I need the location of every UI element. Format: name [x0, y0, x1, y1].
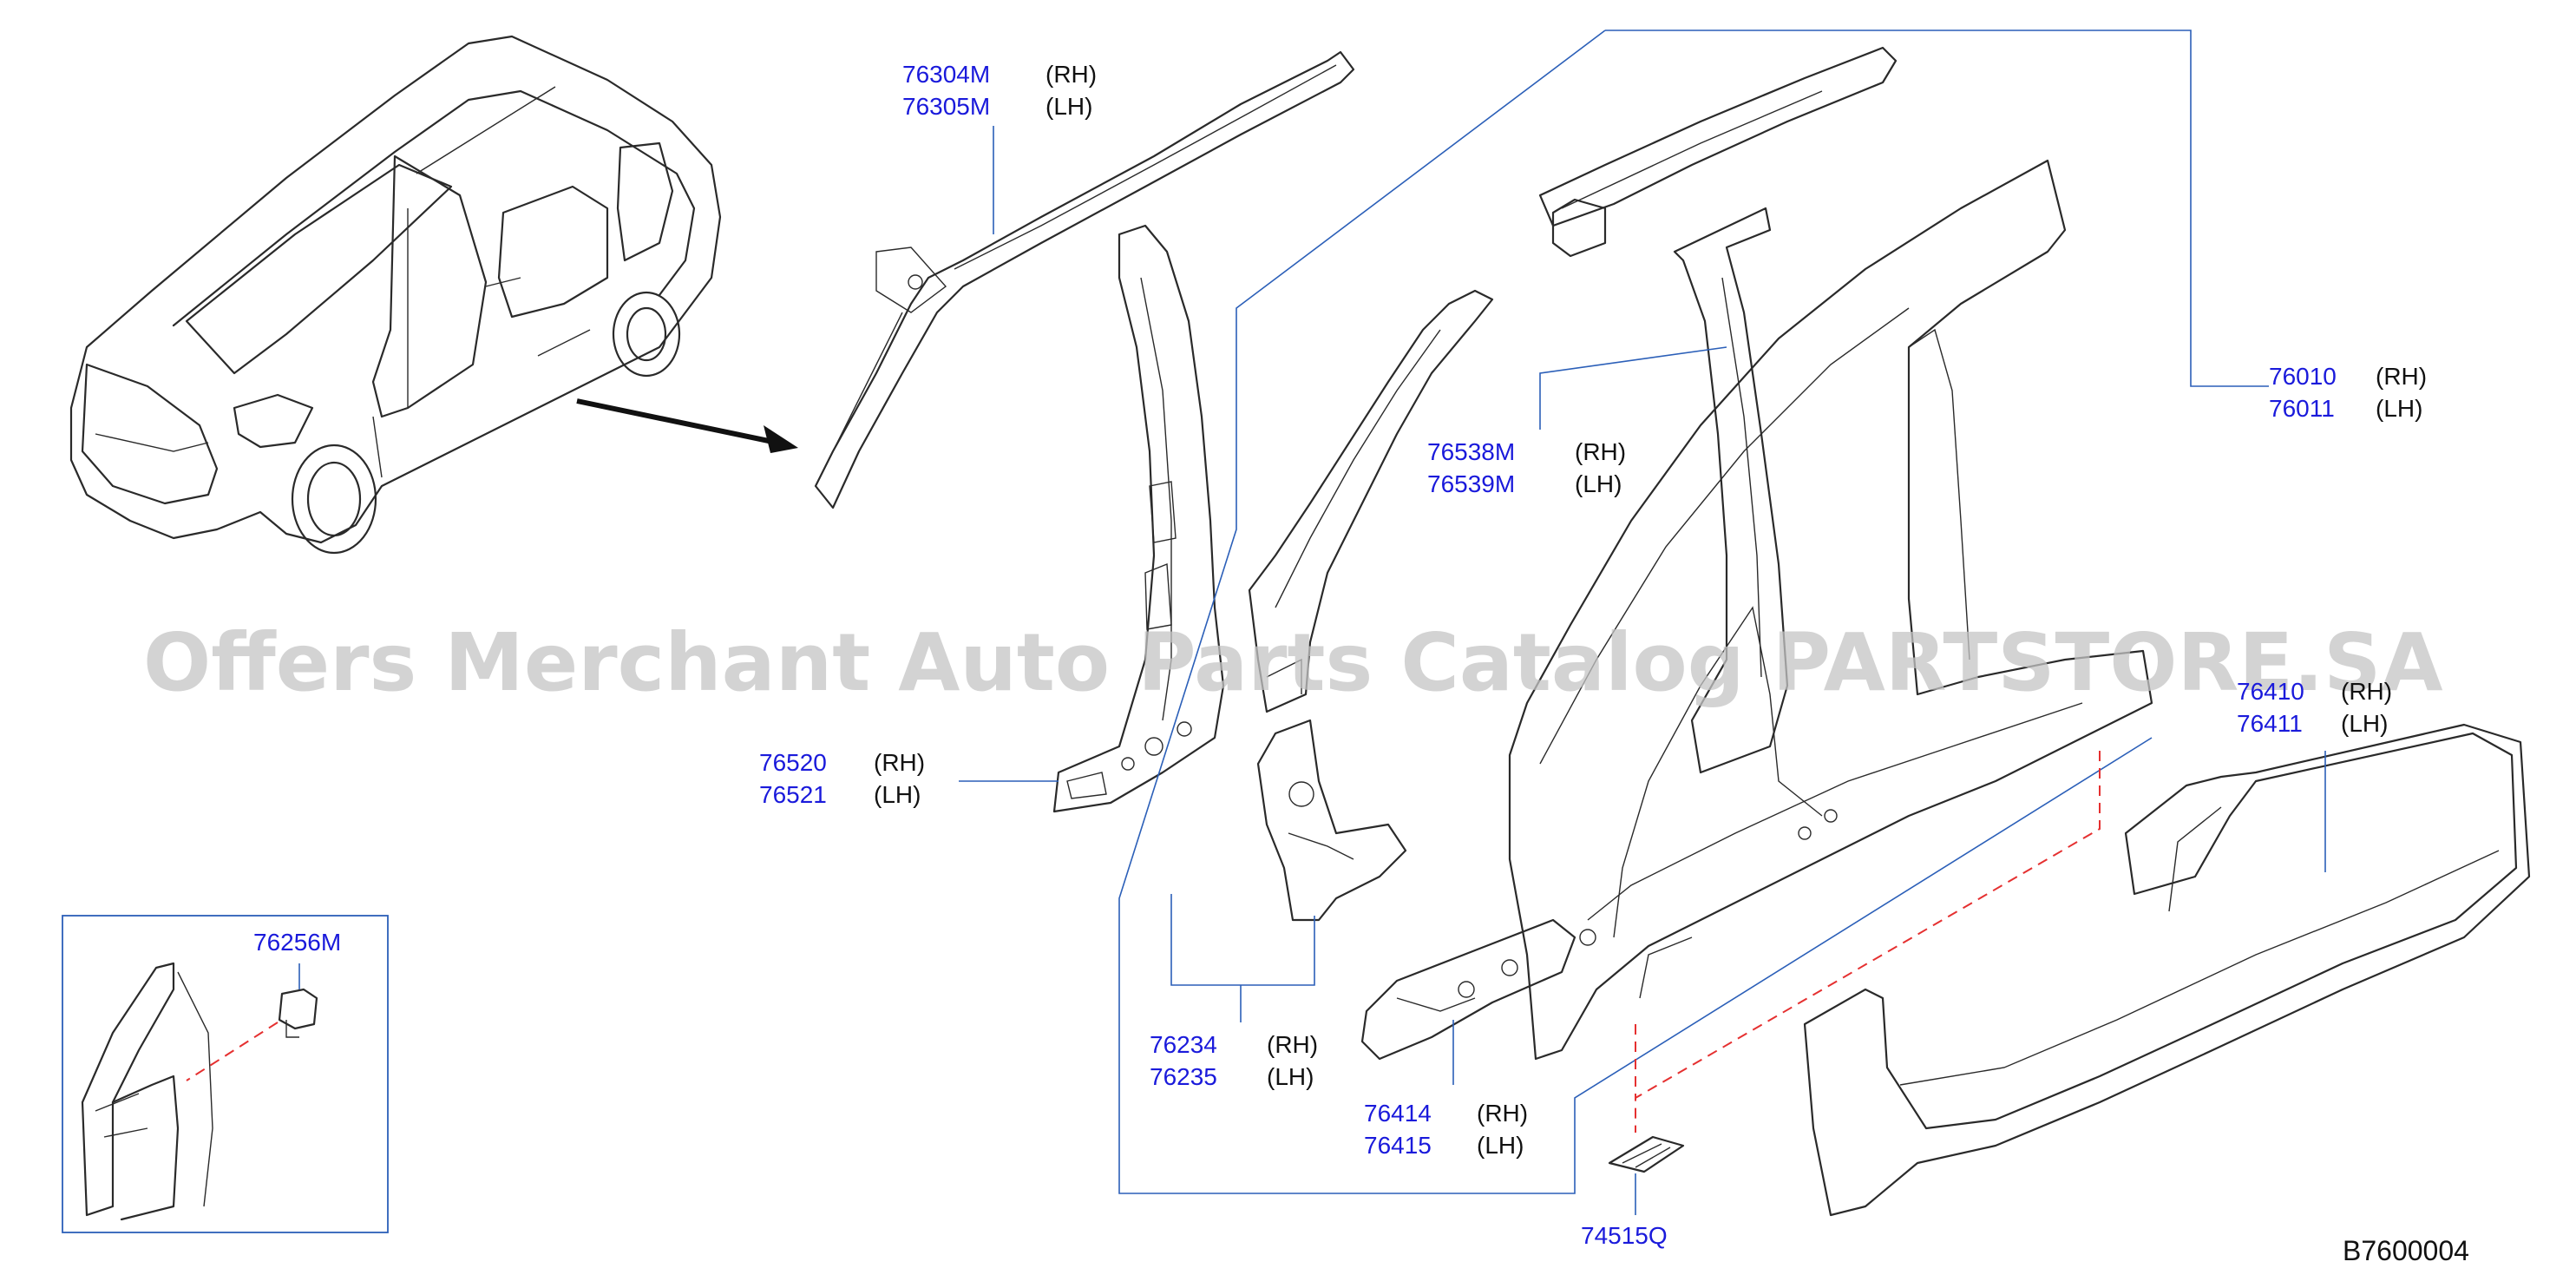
callout-76010[interactable]: 76010 (RH) 76011 (LH)	[2269, 363, 2427, 422]
part-number-lh[interactable]: 76235	[1150, 1063, 1217, 1090]
callout-76256m[interactable]: 76256M	[253, 929, 341, 956]
part-number-rh[interactable]: 76410	[2237, 678, 2304, 705]
side-label-rh: (RH)	[2376, 363, 2427, 390]
sill-inner-reinforcement-part	[1360, 918, 1576, 1061]
side-label-lh: (LH)	[2341, 710, 2388, 737]
callout-76538m[interactable]: 76538M (RH) 76539M (LH)	[1427, 438, 1626, 497]
callout-74515q[interactable]: 74515Q	[1581, 1222, 1668, 1249]
side-label-lh: (LH)	[1267, 1063, 1314, 1090]
part-number-rh[interactable]: 76304M	[902, 61, 990, 88]
leader-lines	[959, 30, 2326, 1215]
detail-inset	[62, 915, 389, 1233]
part-number-lh[interactable]: 76415	[1364, 1132, 1432, 1159]
part-number-rh[interactable]: 76538M	[1427, 438, 1515, 465]
lower-pillar-bracket-part	[1256, 719, 1407, 922]
side-label-lh: (LH)	[874, 781, 921, 808]
part-number-lh[interactable]: 76411	[2237, 710, 2303, 737]
side-label-rh: (RH)	[1267, 1031, 1318, 1058]
callout-76234[interactable]: 76234 (RH) 76235 (LH)	[1150, 1031, 1318, 1090]
side-label-lh: (LH)	[1575, 470, 1622, 497]
vehicle-illustration	[69, 35, 722, 555]
red-guide-lines	[1635, 751, 2101, 1133]
sill-outer-panel-part	[1803, 723, 2531, 1217]
diagram-code: B7600004	[2343, 1235, 2469, 1266]
part-number-rh[interactable]: 76010	[2269, 363, 2337, 390]
part-number-lh[interactable]: 76521	[759, 781, 827, 808]
part-number-rh[interactable]: 76234	[1150, 1031, 1217, 1058]
part-number[interactable]: 76256M	[253, 929, 341, 956]
side-label-rh: (RH)	[1477, 1100, 1528, 1127]
watermark-text: Offers Merchant Auto Parts Catalog PARTS…	[143, 616, 2443, 709]
direction-arrow	[576, 398, 798, 453]
callout-76414[interactable]: 76414 (RH) 76415 (LH)	[1364, 1100, 1528, 1159]
part-number-lh[interactable]: 76305M	[902, 93, 990, 120]
callout-76410[interactable]: 76410 (RH) 76411 (LH)	[2237, 678, 2392, 737]
side-label-rh: (RH)	[1575, 438, 1626, 465]
part-number-rh[interactable]: 76414	[1364, 1100, 1432, 1127]
pillar-reinforcement-part	[1248, 289, 1494, 713]
part-number[interactable]: 74515Q	[1581, 1222, 1668, 1249]
side-label-lh: (LH)	[2376, 395, 2422, 422]
roof-side-rail-part	[814, 50, 1355, 509]
part-number-lh[interactable]: 76539M	[1427, 470, 1515, 497]
side-label-rh: (RH)	[1045, 61, 1097, 88]
center-pillar-reinforcement-part	[1538, 46, 1898, 774]
part-number-rh[interactable]: 76520	[759, 749, 827, 776]
side-label-rh: (RH)	[874, 749, 925, 776]
front-pillar-part	[1052, 224, 1225, 813]
callout-76304m[interactable]: 76304M (RH) 76305M (LH)	[902, 61, 1097, 120]
side-label-rh: (RH)	[2341, 678, 2392, 705]
body-side-outer-panel-part	[1508, 159, 2153, 1061]
side-label-lh: (LH)	[1477, 1132, 1524, 1159]
callout-76520[interactable]: 76520 (RH) 76521 (LH)	[759, 749, 925, 808]
part-number-lh[interactable]: 76011	[2269, 395, 2335, 422]
small-clip-part	[1608, 1135, 1685, 1173]
side-label-lh: (LH)	[1045, 93, 1092, 120]
